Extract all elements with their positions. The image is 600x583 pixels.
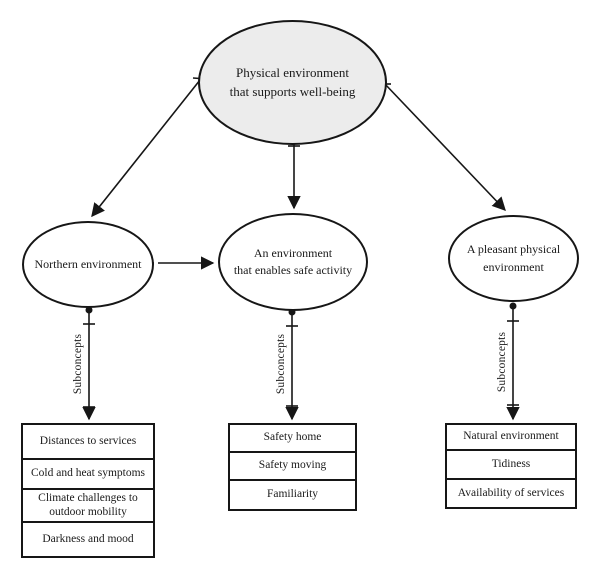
subconcept-item: Darkness and mood [23,521,153,556]
arrow-root-to-pleasant [383,82,506,211]
node-pleasant-line1: A pleasant physical [466,242,561,257]
arrow-root-to-northern [91,79,201,218]
node-root-line2: that supports well-being [229,83,356,99]
subconcept-item: Safety moving [230,451,355,479]
node-northern-environment: Northern environment [22,221,154,308]
node-safe-label: An environment that enables safe activit… [234,245,352,280]
node-root-label: Physical environment that supports well-… [230,64,356,102]
subconcepts-label-northern: Subconcepts [72,333,84,395]
node-northern-label: Northern environment [35,256,142,273]
node-northern-line1: Northern environment [34,256,142,271]
subconcept-item: Safety home [263,431,322,444]
node-safe-line1: An environment [253,245,333,260]
subconcept-item: Tidiness [447,449,575,478]
node-root-line1: Physical environment [235,64,349,80]
subconcept-item: Distances to services [39,434,137,447]
subconcept-list-safe: Safety home Safety moving Familiarity [228,423,357,511]
subconcept-item: Climate challenges to outdoor mobility [23,488,153,521]
subconcept-item: Natural environment [463,430,559,443]
node-pleasant-environment: A pleasant physical environment [448,215,579,302]
node-pleasant-line2: environment [483,259,544,274]
node-safe-line2: that enables safe activity [233,263,353,277]
node-root: Physical environment that supports well-… [198,20,387,145]
subconcept-item: Cold and heat symptoms [23,458,153,488]
node-safe-activity: An environment that enables safe activit… [218,213,368,311]
subconcept-item: Familiarity [230,479,355,509]
subconcept-item: Availability of services [447,478,575,507]
subconcept-list-pleasant: Natural environment Tidiness Availabilit… [445,423,577,509]
node-pleasant-label: A pleasant physical environment [467,241,560,276]
subconcepts-label-safe: Subconcepts [275,333,287,395]
subconcept-list-northern: Distances to services Cold and heat symp… [21,423,155,558]
subconcepts-label-pleasant: Subconcepts [496,331,508,393]
